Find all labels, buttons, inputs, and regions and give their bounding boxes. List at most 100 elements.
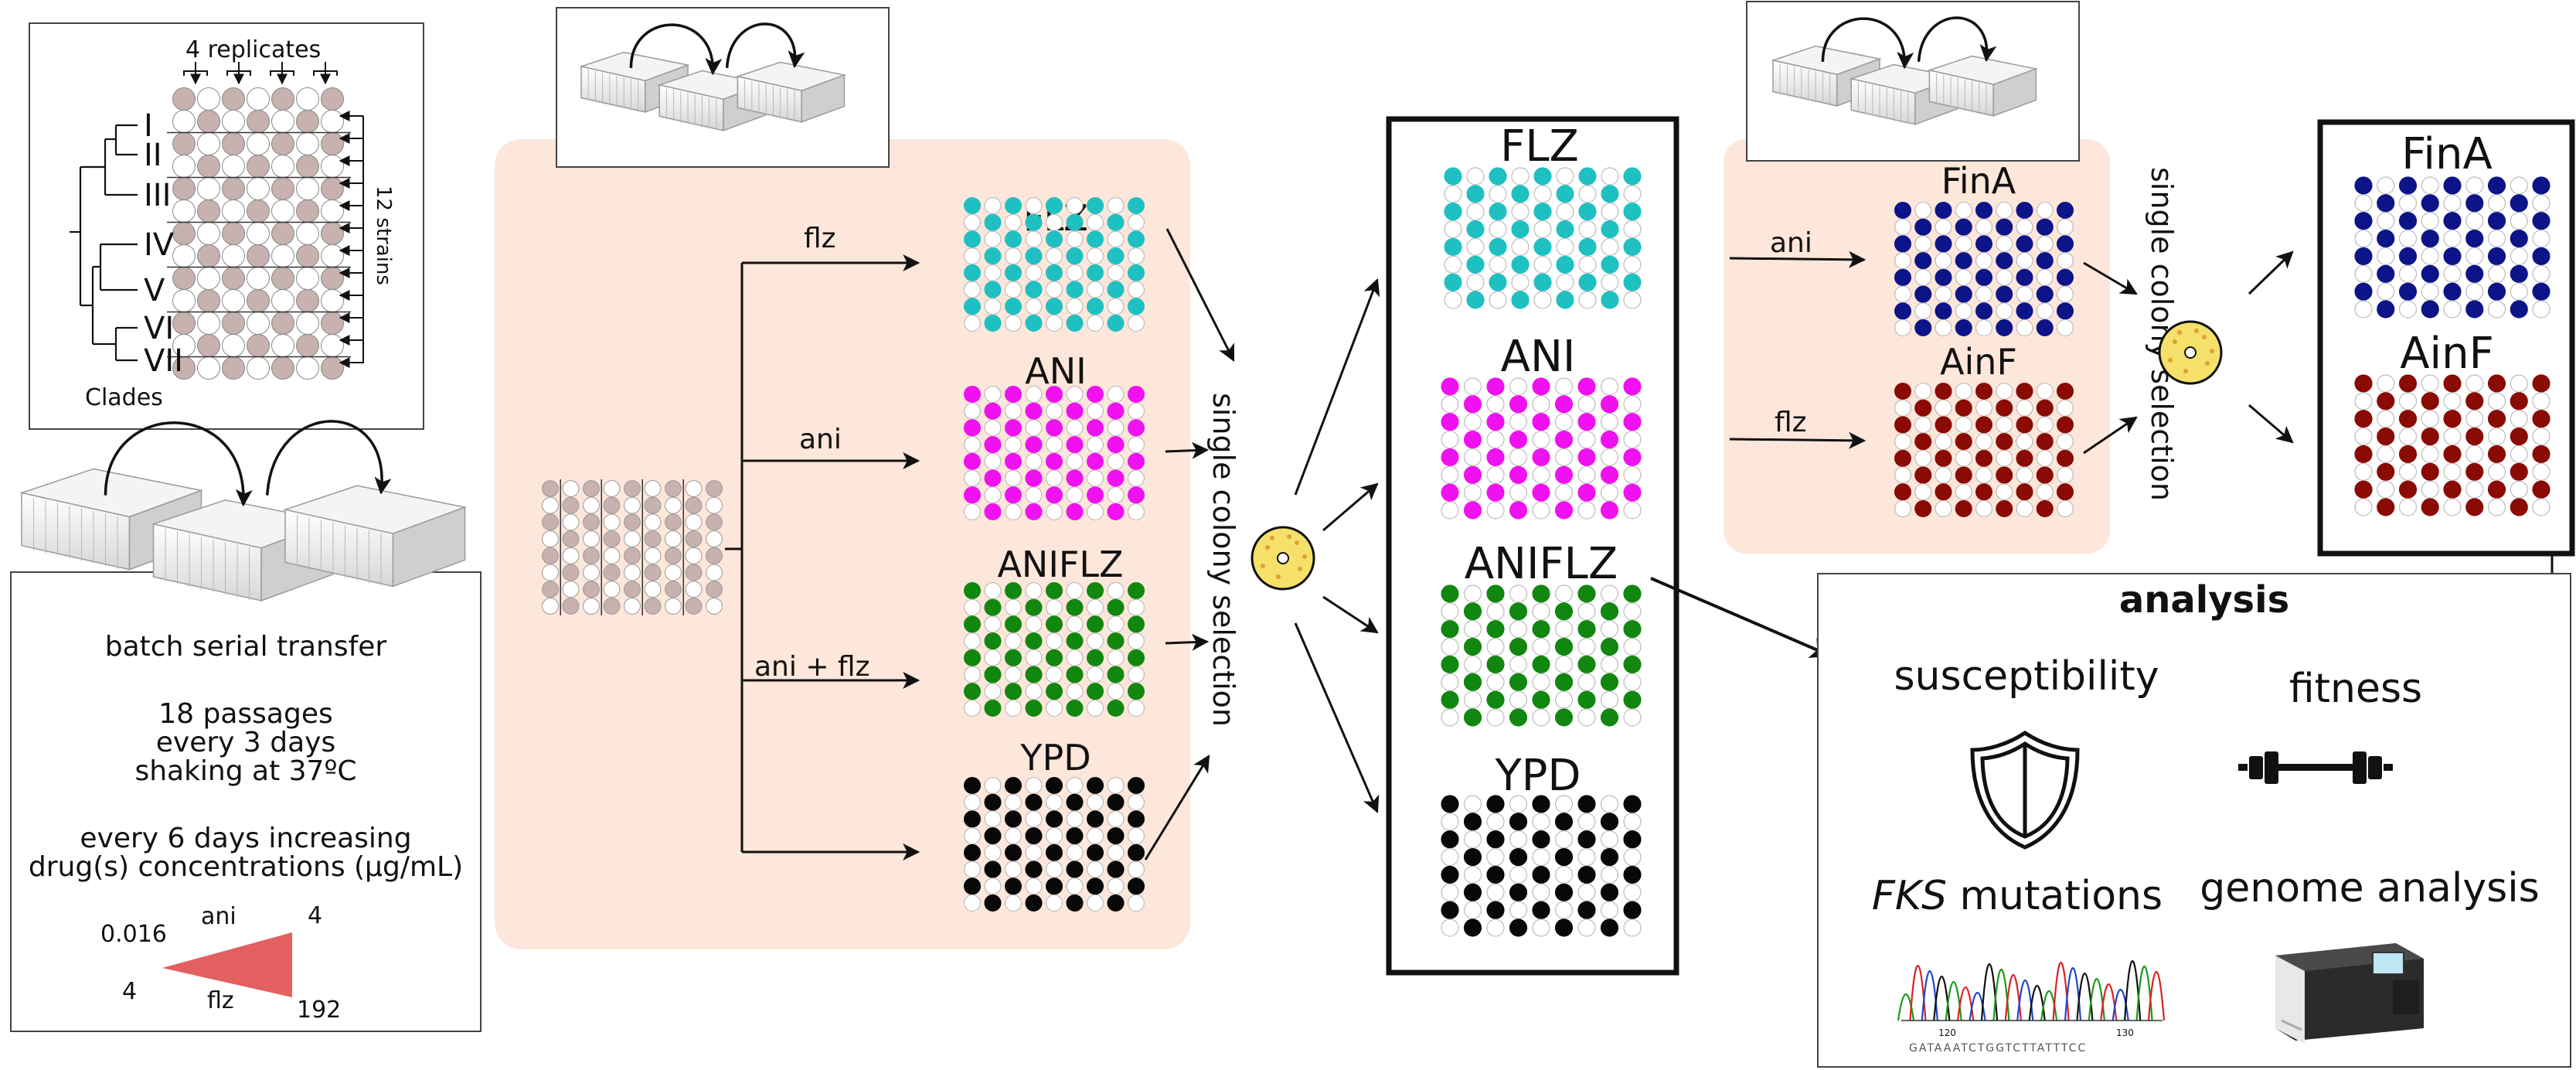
plate-well: [1935, 252, 1952, 270]
plate-well: [984, 436, 1002, 454]
plate-well: [1996, 399, 2013, 417]
plate-well: [1107, 247, 1125, 265]
plate-well: [2398, 300, 2418, 319]
plate-well: [2056, 302, 2074, 320]
plate-well: [1025, 666, 1043, 683]
strain-arrows: [339, 111, 364, 368]
plate-well: [2487, 212, 2506, 230]
plate-well: [603, 547, 621, 564]
ani-gradient-label: ani: [201, 903, 237, 930]
plate-well: [963, 598, 982, 616]
plate-well: [2377, 392, 2395, 411]
plate-well: [1486, 673, 1505, 691]
plate-well: [685, 581, 703, 598]
plate-well: [624, 513, 641, 531]
plate-well: [2036, 285, 2054, 303]
plate-well: [1463, 865, 1482, 884]
plate-well: [1463, 584, 1482, 603]
plate-well: [963, 632, 982, 650]
plate-well: [1554, 690, 1574, 709]
plate-well: [1600, 483, 1619, 502]
plate-well: [1045, 247, 1063, 265]
plate-well: [1600, 708, 1619, 727]
plate-well: [1107, 894, 1125, 912]
isolate-plate-ainf: [2354, 374, 2550, 516]
plate-well: [1532, 865, 1550, 884]
plate-well: [984, 843, 1002, 861]
colony-dish: [2158, 320, 2223, 385]
plate-well: [2532, 374, 2550, 393]
plate-well: [1578, 273, 1597, 291]
plate-well: [1532, 448, 1550, 467]
plate-well: [963, 894, 982, 912]
plate-well: [2421, 392, 2439, 411]
plate-well: [1556, 220, 1574, 239]
plate-well: [1066, 666, 1084, 683]
plate-well: [963, 793, 982, 811]
plate-well: [1086, 213, 1104, 231]
plate-well: [1975, 483, 1993, 501]
plate-well: [1086, 436, 1104, 454]
plate-well: [963, 860, 982, 878]
plate-well: [1066, 598, 1084, 616]
plate-well: [1486, 847, 1505, 867]
plate-well: [222, 289, 245, 312]
plate-well: [271, 267, 294, 290]
plate-well: [1554, 377, 1574, 396]
plate-well: [1045, 385, 1063, 404]
plate-well: [1127, 247, 1145, 265]
plate-well: [1975, 218, 1993, 236]
plate-well: [296, 312, 319, 335]
plate-well: [2056, 433, 2074, 451]
plate-well: [2487, 462, 2506, 481]
plate-well: [1004, 581, 1023, 600]
plate-well: [1004, 402, 1023, 420]
plate-well: [984, 649, 1002, 666]
plate-well: [222, 312, 245, 335]
plate-well: [197, 177, 220, 200]
plate-well: [1489, 291, 1507, 309]
plate-well: [706, 598, 723, 615]
plate-well: [984, 503, 1002, 521]
plate-title-ani: ANI: [1025, 350, 1086, 392]
plate-well: [603, 598, 621, 615]
plate-well: [1107, 281, 1125, 298]
plate-well: [1004, 452, 1023, 470]
plate-well: [1004, 298, 1023, 315]
plate-well: [1509, 637, 1528, 656]
plate-well: [1554, 865, 1574, 884]
plate-well: [172, 289, 196, 312]
plate-well: [1935, 201, 1952, 220]
plate-well: [2443, 498, 2462, 516]
isolate-plate-ypd: [1441, 795, 1642, 937]
plate-well: [665, 530, 682, 548]
plate-well: [1914, 235, 1932, 253]
plate-well: [2377, 427, 2395, 446]
plate-well: [1556, 237, 1574, 256]
plate-well: [1486, 377, 1505, 396]
plate-well: [1086, 776, 1104, 795]
plate-well: [2354, 498, 2373, 516]
plate-well: [2443, 300, 2462, 319]
plate-well: [2398, 410, 2418, 428]
plate-well: [1623, 291, 1642, 309]
plate-well: [1935, 302, 1952, 320]
plate-well: [2443, 230, 2462, 248]
plate-well: [1955, 319, 1972, 337]
plate-well: [2443, 392, 2462, 411]
plate-well: [984, 247, 1002, 265]
plate-well: [1578, 203, 1597, 221]
plate-well: [984, 793, 1002, 811]
plate-well: [1025, 385, 1043, 404]
plate-well: [197, 222, 220, 245]
plate-well: [1600, 901, 1619, 919]
plate-well: [321, 87, 344, 111]
plate-well: [2443, 480, 2462, 499]
plate-well: [222, 132, 245, 155]
plate-well: [1107, 877, 1125, 895]
plate-well: [1554, 602, 1574, 621]
replicates-label: 4 replicates: [185, 36, 321, 63]
plate-well: [1441, 377, 1459, 396]
plate-well: [963, 776, 982, 795]
